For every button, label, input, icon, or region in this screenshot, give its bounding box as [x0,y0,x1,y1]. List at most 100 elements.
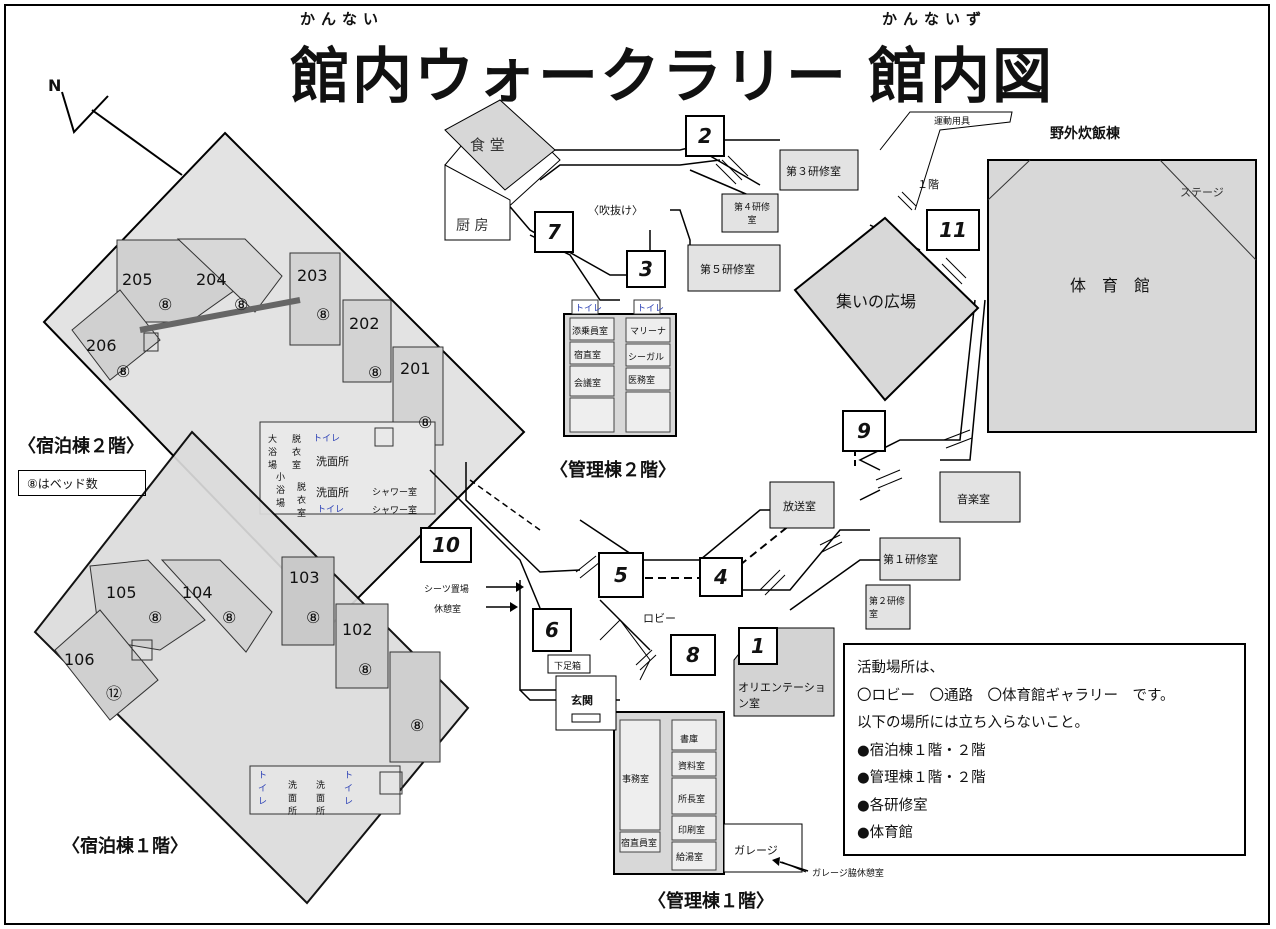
admin1-room-label: 宿直員室 [621,839,658,849]
training-room-2-shape [865,584,911,630]
sports-equipment-label: 運動用具 [934,117,971,127]
bed-count: ⑧ [418,413,433,432]
stairs [575,155,973,671]
broadcast-room-label: 放送室 [783,500,816,513]
training-room-3-label: 第３研修室 [786,165,841,178]
lodging-1f-label: 〈宿泊棟１階〉 [62,836,188,857]
checkpoint-4: 4 [699,557,743,597]
room-number: 204 [196,270,227,289]
bed-count: ⑫ [106,684,123,703]
facility-label: シャワー室 [372,506,418,516]
facility-label: 大浴場 [268,435,278,471]
admin1-room-label: 給湯室 [676,853,704,863]
bed-count: ⑧ [358,660,373,679]
checkpoint-2: 2 [685,115,725,157]
admin-2f-building [563,299,677,437]
facility-label: 洗面所 [316,486,349,499]
checkpoint-8: 8 [670,634,716,676]
broadcast-room-shape [769,481,835,529]
outdoor-cooking-shape [879,111,1013,211]
garage-rest-label: ガレージ脇休憩室 [812,869,884,879]
bed-count: ⑧ [222,608,237,627]
bed-count: ⑧ [316,305,331,324]
lobby-label: ロビー [643,612,676,625]
facility-label: トイレ [317,505,345,515]
bed-count: ⑧ [368,363,383,382]
first-floor-label: １階 [917,178,939,191]
stage-label: ステージ [1180,186,1224,199]
facility-label: トイレ [258,771,268,807]
gathering-plaza-shape [793,216,980,402]
bed-count: ⑧ [234,295,249,314]
page-title: 館内ウォークラリー [290,42,848,112]
rest-room-label: 休憩室 [434,605,462,615]
training-room-1-label: 第１研修室 [883,553,938,566]
dining-kitchen [444,99,561,241]
room-number: 203 [297,266,328,285]
facility-label: 洗面所 [288,781,298,817]
garage-label: ガレージ [734,844,778,857]
legend-line: 以下の場所には立ち入らないこと。 [857,715,1089,731]
admin2-room-label: 会議室 [574,379,602,389]
admin-1f-label: 〈管理棟１階〉 [648,891,774,912]
lodging-2f-building [42,131,526,624]
checkpoint-10: 10 [420,527,472,563]
gymnasium-shape [987,159,1257,433]
training-room-2-label: 第２研修室 [869,597,906,620]
facility-label: シャワー室 [372,488,418,498]
legend-line: 活動場所は、 [857,660,944,676]
rules-legend: 活動場所は、 〇ロビー 〇通路 〇体育館ギャラリー です。 以下の場所には立ち入… [843,643,1246,856]
bed-count: ⑧ [158,295,173,314]
page-border [4,4,1270,925]
checkpoint-3: 3 [626,250,666,288]
facility-label: トイレ [313,434,341,444]
dining-hall-label: 食 堂 [470,136,505,154]
admin2-room-label: マリーナ [630,327,667,337]
training-room-5-label: 第５研修室 [700,263,755,276]
room-number: 102 [342,620,373,639]
training-room-4-label: 第４研修室 [733,203,770,226]
music-room-shape [939,471,1021,523]
bed-count-note: ⑧はベッド数 [18,470,146,496]
room-number: 106 [64,650,95,669]
admin2-room-label: 添乗員室 [572,327,609,337]
admin2-room-label: 医務室 [628,376,656,386]
checkpoint-9: 9 [842,410,886,452]
room-number: 202 [349,314,380,333]
admin1-room-label: 書庫 [680,735,699,745]
kitchen-label: 厨 房 [456,218,489,234]
admin2-room-label: 宿直室 [574,351,602,361]
admin1-room-label: 資料室 [678,762,706,772]
training-room-3-shape [779,149,859,191]
atrium-label: 〈吹抜け〉 [588,204,643,217]
facility-label: トイレ [344,771,354,807]
bed-count: ⑧ [410,716,425,735]
entrance-label: 玄関 [571,694,593,707]
room-number: 105 [106,583,137,602]
admin2-room-label: シーガル [628,353,665,363]
checkpoint-6: 6 [532,608,572,652]
gathering-plaza-label: 集いの広場 [836,292,917,311]
bed-count: ⑧ [116,362,131,381]
legend-line: ●各研修室 [857,797,928,814]
music-room-label: 音楽室 [957,493,990,506]
room-number: 205 [122,270,153,289]
facility-label: 脱衣室 [292,435,302,471]
training-room-5-shape [687,244,781,292]
room-number: 206 [86,336,117,355]
checkpoint-11: 11 [926,209,980,251]
admin1-room-label: 印刷室 [678,826,706,836]
facility-label: 脱衣室 [297,483,307,519]
lodging-2f-label: 〈宿泊棟２階〉 [18,436,144,457]
admin1-room-label: 所長室 [678,795,706,805]
legend-line: ●体育館 [857,825,914,841]
training-room-1-shape [879,537,961,581]
legend-line: ●管理棟１階・２階 [857,770,986,786]
legend-line: 〇ロビー 〇通路 〇体育館ギャラリー です。 [857,687,1175,704]
facility-label: 小浴場 [276,473,286,509]
admin1-room-label: 事務室 [622,775,650,785]
orientation-room-label: オリエンテーション室 [738,681,826,710]
lodging-1f-building [33,430,470,905]
